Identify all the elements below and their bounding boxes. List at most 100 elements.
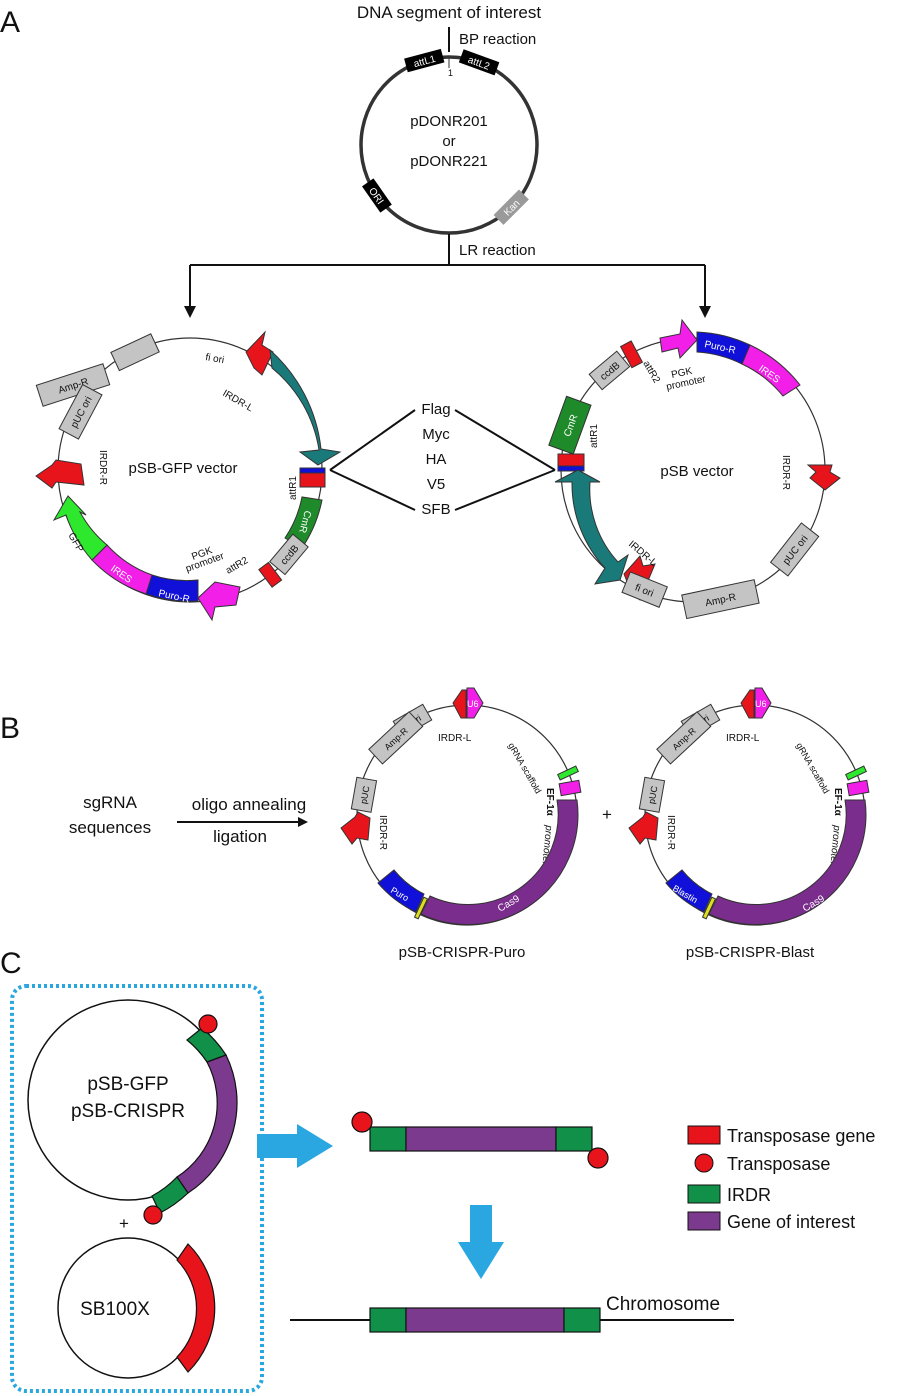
chromosome-integration: Chromosome <box>290 1294 734 1333</box>
blast-grna-label: gRNA scaffold <box>794 741 831 795</box>
left-irdr-l-arrow <box>245 330 274 376</box>
blast-cas9-arc <box>708 799 867 925</box>
puro-grna-label: gRNA scaffold <box>506 741 543 795</box>
c-transposase-gene-arc <box>176 1243 216 1373</box>
right-ccdb-feature: ccdB <box>588 350 631 391</box>
step-ligation: ligation <box>213 827 267 846</box>
right-attr2-label: attR2 <box>640 359 662 386</box>
blast-irdr-r-label: IRDR-R <box>665 815 676 850</box>
blast-irdr-r-arrow <box>628 811 659 845</box>
blast-u6-arrow <box>754 687 772 719</box>
left-attr1-box <box>299 467 326 474</box>
psb-gfp-vector: fi ori Amp-R pUC ori IRDR-L CAG promoter… <box>35 330 342 622</box>
right-irdr-r-label: IRDR-R <box>780 455 791 490</box>
svg-text:pUC: pUC <box>358 785 371 805</box>
blast-marker-arc <box>665 869 713 913</box>
puro-irdr-l-arrow <box>452 689 467 719</box>
psb-plasmid-c: pSB-GFP pSB-CRISPR <box>27 999 238 1225</box>
bp-reaction-label: BP reaction <box>459 31 536 48</box>
step-annealing: oligo annealing <box>192 795 306 814</box>
left-cag-arc <box>269 348 342 466</box>
svg-text:pUC: pUC <box>646 785 659 805</box>
excised-transposon <box>351 1111 609 1169</box>
c-transposase-bottom <box>143 1205 163 1225</box>
puro-grna-box <box>557 765 579 781</box>
blast-vector-name: pSB-CRISPR-Blast <box>686 944 815 961</box>
left-pgk-arrow <box>197 581 241 622</box>
blast-ef1-label: EF-1α <box>832 788 843 817</box>
puro-cas9-arc <box>420 799 579 925</box>
sgrna-label-1: sgRNA <box>83 793 138 812</box>
psb-vector: ccdB attR2 PGK promoter Puro-R IRES CmR … <box>548 318 841 620</box>
puro-linker <box>413 896 429 920</box>
step-arrowhead <box>298 817 308 827</box>
legend-gene-of-interest: Gene of interest <box>727 1212 855 1232</box>
puro-irdr-r-arrow <box>340 811 371 845</box>
integration-arrow <box>458 1205 504 1279</box>
blast-u6-label: U6 <box>755 699 767 709</box>
legend-gene-swatch <box>687 1211 721 1231</box>
lr-left-arrowhead <box>184 306 196 318</box>
excision-arrow <box>257 1124 333 1168</box>
left-fiori-label: fi ori <box>204 352 225 366</box>
sb100x-plasmid: SB100X <box>57 1237 216 1379</box>
left-gfp-arrow <box>52 495 108 561</box>
dna-segment-label: DNA segment of interest <box>357 3 542 22</box>
lr-right-arrowhead <box>699 306 711 318</box>
right-attr1-label: attR1 <box>589 424 600 448</box>
tag-v5: V5 <box>427 476 445 493</box>
left-vector-name: pSB-GFP vector <box>129 460 238 477</box>
left-attr1-red <box>299 472 326 488</box>
panel-label-b: B <box>0 712 20 745</box>
right-cmr-feature: CmR <box>548 395 592 455</box>
sgrna-label-2: sequences <box>69 818 151 837</box>
right-attr1-red <box>557 453 585 467</box>
legend-transposase-gene: Transposase gene <box>727 1126 875 1146</box>
tag-sfb: SFB <box>421 501 450 518</box>
legend-transposase-swatch <box>694 1153 714 1173</box>
left-irdr-r-arrow <box>35 459 85 489</box>
puro-u6-label: U6 <box>467 699 479 709</box>
puro-u6-arrow <box>466 687 484 719</box>
right-attr2-box <box>619 340 644 369</box>
ori-feature: ORI <box>362 178 392 213</box>
lr-reaction-label: LR reaction <box>459 242 536 259</box>
attl2-feature: attL2 <box>458 49 500 76</box>
panel-b-plus: + <box>602 805 612 824</box>
crispr-blast-vector: fi ori Amp-R pUC U6 IRDR-L gRNA scaffold… <box>628 687 870 961</box>
left-irdr-l-label: IRDR-L <box>221 388 256 414</box>
left-irdr-r-label: IRDR-R <box>97 450 108 485</box>
puro-irdr-l-label: IRDR-L <box>438 733 472 744</box>
puro-ef1-label: EF-1α <box>544 788 555 817</box>
right-cag-arc <box>554 469 629 585</box>
puro-irdr-r-label: IRDR-R <box>377 815 388 850</box>
legend-transposase: Transposase <box>727 1154 830 1174</box>
svg-text:attL2: attL2 <box>466 55 491 73</box>
tag-myc: Myc <box>422 426 450 443</box>
sb100x-label: SB100X <box>80 1299 150 1320</box>
attl1-feature: attL1 <box>404 48 445 73</box>
legend: Transposase gene Transposase IRDR Gene o… <box>687 1125 875 1232</box>
right-pgk-label-1: PGK <box>670 366 693 381</box>
blast-ef1-box <box>846 779 870 797</box>
left-attr2-label: attR2 <box>224 555 251 577</box>
c-gene-arc <box>176 1054 238 1194</box>
left-attr1-label: attR1 <box>288 476 299 500</box>
blast-grna-box <box>845 765 867 781</box>
right-vector-name: pSB vector <box>660 463 733 480</box>
donor-name-3: pDONR221 <box>410 153 488 170</box>
excised-transposase-left <box>351 1111 373 1133</box>
blast-linker <box>701 896 717 920</box>
legend-irdr-swatch <box>687 1184 721 1204</box>
right-fiori-feature: fi ori <box>621 571 668 608</box>
c-plus: + <box>119 1214 129 1233</box>
right-ires-arc <box>741 344 801 397</box>
right-puc-feature: pUC ori <box>769 522 820 577</box>
blast-irdr-l-label: IRDR-L <box>726 733 760 744</box>
c-plasmid-label-2: pSB-CRISPR <box>71 1101 185 1122</box>
tag-ha: HA <box>426 451 447 468</box>
tag-fan: Flag Myc HA V5 SFB <box>329 401 556 518</box>
blast-irdr-l-arrow <box>740 689 755 719</box>
crispr-puro-vector: fi ori Amp-R pUC U6 IRDR-L gRNA scaffold… <box>340 687 582 961</box>
puro-vector-name: pSB-CRISPR-Puro <box>399 944 526 961</box>
